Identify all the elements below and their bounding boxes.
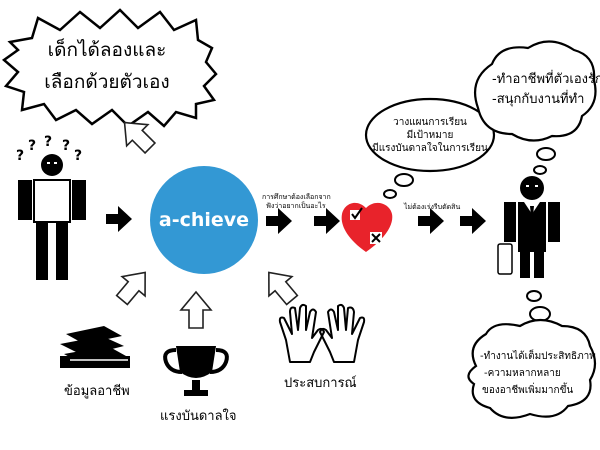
arrow-heart-to-worker-2	[460, 208, 486, 234]
svg-text:?: ?	[16, 148, 24, 164]
svg-text:?: ?	[28, 138, 36, 154]
flow-note-1-line1: การศึกษาต้องเลือกจาก	[262, 193, 331, 201]
flow-note-2: ไม่ต้องเร่งรีบตัดสิน	[404, 203, 461, 211]
svg-text:?: ?	[44, 134, 52, 150]
arrow-hub-to-heart-2	[314, 208, 340, 234]
arrow-hub-to-shout	[123, 121, 157, 155]
arrow-inspiration-to-hub	[179, 290, 213, 329]
plan-bubble-line1: วางแผนการเรียน	[393, 117, 467, 128]
arrow-heart-to-worker-1	[418, 208, 444, 234]
benefit-bubble-line3: ของอาชีพเพิ่มมากขึ้น	[482, 385, 574, 396]
career-bubble-line1: -ทำอาชีพที่ตัวเองรัก	[492, 72, 600, 87]
arrow-info-to-hub	[115, 271, 146, 306]
label-inspiration: แรงบันดาลใจ	[160, 409, 237, 424]
shout-text-line2: เลือกด้วยตัวเอง	[44, 71, 170, 93]
hub-label: a-chieve	[158, 209, 250, 231]
shout-text-line1: เด็กได้ลองและ	[47, 39, 167, 61]
career-bubble-line2: -สนุกกับงานที่ทำ	[492, 92, 585, 107]
plan-bubble-line3: มีแรงบันดาลใจในการเรียน	[372, 143, 488, 154]
svg-text:?: ?	[62, 138, 70, 154]
arrow-experience-to-hub	[268, 271, 299, 306]
benefit-bubble-line2: -ความหลากหลาย	[484, 368, 561, 379]
label-info: ข้อมูลอาชีพ	[64, 384, 130, 399]
svg-text:?: ?	[74, 148, 82, 164]
flow-note-1-line2: ฟังว่าอยากเป็นอะไร	[266, 202, 326, 210]
plan-bubble-line2: มีเป้าหมาย	[406, 130, 454, 141]
arrow-hub-to-heart-1	[266, 208, 292, 234]
label-experience: ประสบการณ์	[284, 376, 357, 391]
benefit-bubble-line1: -ทำงานได้เต็มประสิทธิภาพ	[480, 351, 596, 362]
